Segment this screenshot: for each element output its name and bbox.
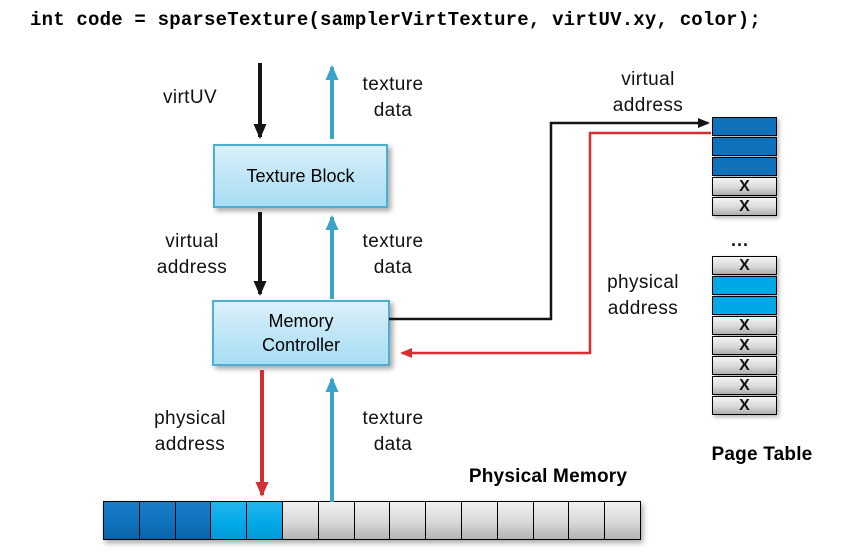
- memory-controller-box: Memory Controller: [212, 300, 390, 366]
- physical-memory-cell: [389, 501, 427, 540]
- page-table-cell: [712, 117, 777, 136]
- physical-memory-cell: [425, 501, 463, 540]
- texture-block-box: Texture Block: [213, 144, 388, 208]
- page-table-cell: X: [712, 396, 777, 415]
- label-line: texture: [362, 231, 424, 252]
- physical-memory-row: [103, 501, 642, 540]
- label-line: physical: [154, 408, 226, 429]
- page-table-cell: [712, 276, 777, 295]
- physical-memory-cell: [174, 501, 212, 540]
- page-table-cell: X: [712, 356, 777, 375]
- label-line: virtual: [621, 69, 675, 90]
- page-table-cell: X: [712, 177, 777, 196]
- texture-block-label: Texture Block: [246, 166, 355, 186]
- label-line: address: [612, 95, 684, 116]
- label-line: texture: [362, 408, 424, 429]
- page-table-cell: X: [712, 376, 777, 395]
- label-line: texture: [362, 74, 424, 95]
- physical-memory-cell: [532, 501, 570, 540]
- label-line: data: [373, 257, 413, 278]
- page-table-ellipsis: ...: [730, 230, 750, 250]
- label-line: address: [156, 257, 228, 278]
- physical-memory-cell: [103, 501, 141, 540]
- label-line: virtUV: [162, 87, 218, 108]
- page-table-cell: X: [712, 197, 777, 216]
- label-line: virtual: [165, 231, 219, 252]
- label-texture-data-top: texture data: [363, 72, 424, 124]
- page-table-cell: [712, 157, 777, 176]
- physical-memory-cell: [604, 501, 642, 540]
- label-virtual-address-right: virtual address: [613, 67, 683, 119]
- physical-memory-cell: [246, 501, 284, 540]
- physical-memory-cell: [460, 501, 499, 540]
- page-table-cell: X: [712, 256, 777, 275]
- physical-memory-cell: [281, 501, 320, 540]
- label-texture-data-bottom: texture data: [363, 406, 424, 458]
- label-line: data: [373, 100, 413, 121]
- physical-memory-cell: [496, 501, 535, 540]
- label-line: address: [607, 298, 679, 319]
- page-table-cell: X: [712, 316, 777, 335]
- memory-controller-label-line1: Memory: [268, 311, 334, 331]
- physical-memory-cell: [210, 501, 248, 540]
- label-line: address: [154, 434, 226, 455]
- label-line: physical: [607, 272, 679, 293]
- physical-memory-cell: [353, 501, 391, 540]
- page-table-cell: [712, 137, 777, 156]
- code-line: int code = sparseTexture(samplerVirtText…: [30, 9, 761, 31]
- page-table-title: Page Table: [711, 444, 813, 465]
- page-table-cell: [712, 296, 777, 315]
- physical-memory-cell: [138, 501, 177, 540]
- label-physical-address-right: physical address: [607, 270, 679, 322]
- label-physical-address-left: physical address: [154, 406, 226, 458]
- physical-memory-cell: [568, 501, 606, 540]
- physical-memory-title: Physical Memory: [468, 466, 628, 487]
- label-virtual-address-left: virtual address: [157, 229, 227, 281]
- memory-controller-label-line2: Controller: [261, 335, 341, 355]
- label-virtuv: virtUV: [163, 85, 217, 111]
- page-table-cell: X: [712, 336, 777, 355]
- physical-memory-cell: [317, 501, 356, 540]
- label-texture-data-middle: texture data: [363, 229, 424, 281]
- label-line: data: [373, 434, 413, 455]
